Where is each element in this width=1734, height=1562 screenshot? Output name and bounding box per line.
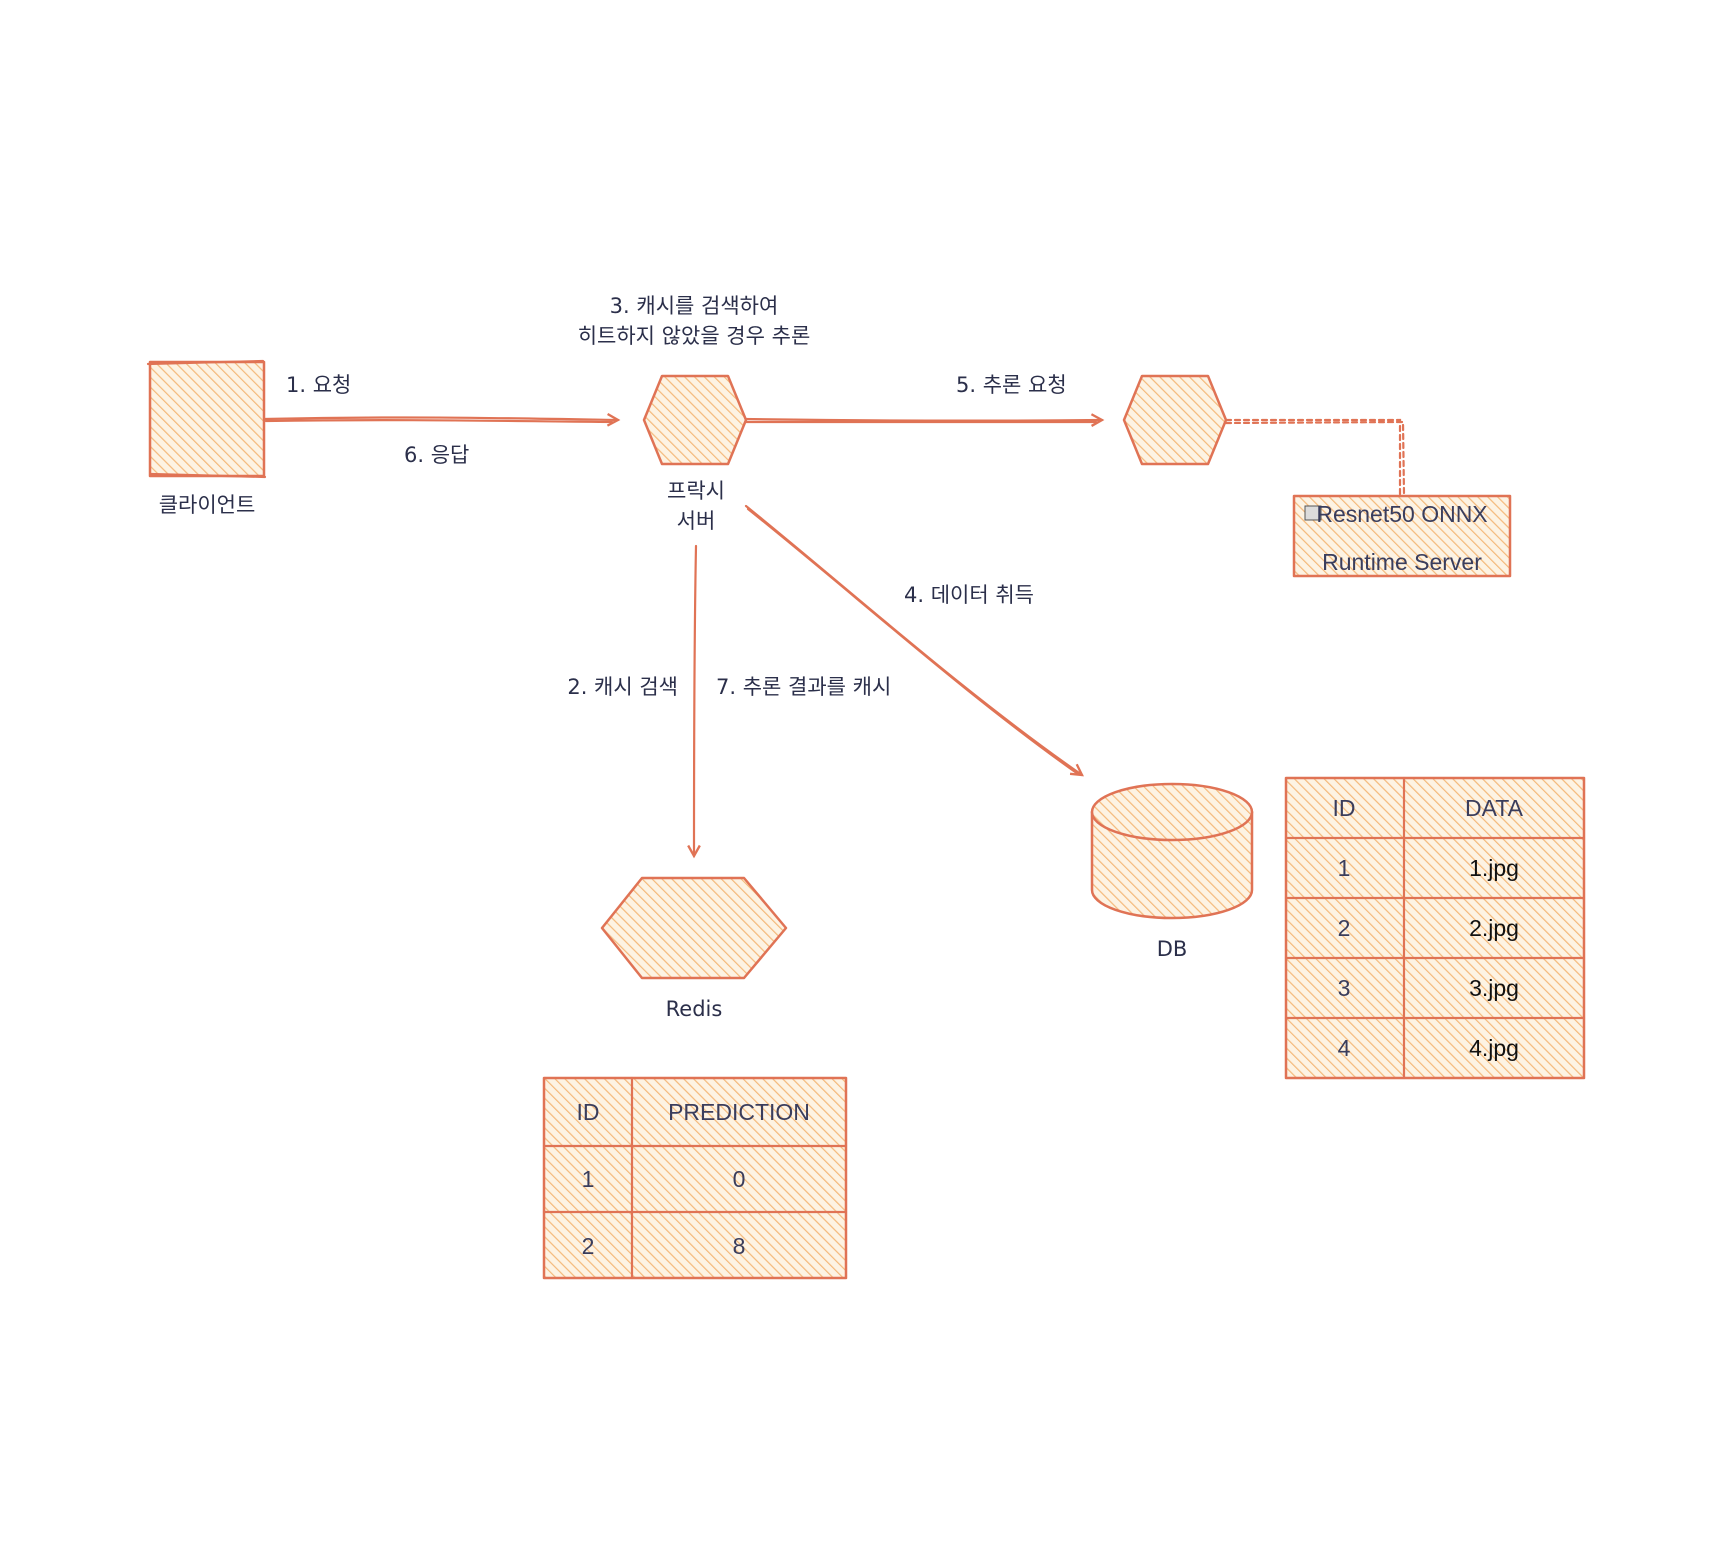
edge-labels: 1. 요청 6. 응답 3. 캐시를 검색하여 히트하지 않았을 경우 추론 5… <box>286 294 1067 699</box>
redis-table: ID PREDICTION 1 0 2 8 <box>542 1076 848 1280</box>
client-square-sketch <box>146 359 267 479</box>
db-table-cell: 3 <box>1338 975 1351 1001</box>
redis-table-header-prediction: PREDICTION <box>668 1099 810 1125</box>
db-table-cell: 2 <box>1338 915 1351 941</box>
edge-proxy-to-db-sketch <box>746 507 1080 776</box>
redis-table-frame <box>542 1076 848 1280</box>
db-cylinder-body <box>1090 810 1254 920</box>
edge-client-to-proxy-sketch <box>264 419 614 424</box>
redis-node[interactable]: Redis <box>600 876 788 1021</box>
edge-label-search-note-2: 히트하지 않았을 경우 추론 <box>578 324 811 348</box>
runtime-server-line1: Resnet50 ONNX <box>1316 501 1487 527</box>
edge-label-get-data: 4. 데이터 취득 <box>904 583 1034 607</box>
redis-label: Redis <box>666 997 723 1021</box>
db-table: ID DATA 1 1.jpg 2 2.jpg 3 3.jpg 4 4.jpg <box>1284 776 1586 1080</box>
inference-node[interactable] <box>1122 374 1228 466</box>
edge-label-inference-request: 5. 추론 요청 <box>956 373 1067 397</box>
db-table-cell: 1.jpg <box>1469 855 1519 881</box>
redis-table-cell: 8 <box>733 1233 746 1259</box>
db-table-cell: 4 <box>1338 1035 1351 1061</box>
redis-table-cell: 1 <box>582 1166 595 1192</box>
db-table-header-id: ID <box>1333 795 1356 821</box>
proxy-server-node[interactable]: 프락시 서버 <box>642 374 748 533</box>
proxy-label-line1: 프락시 <box>667 479 725 503</box>
runtime-server-node[interactable]: Resnet50 ONNX Runtime Server <box>1292 494 1512 578</box>
client-node[interactable]: 클라이언트 <box>146 359 267 517</box>
redis-table-cell: 2 <box>582 1233 595 1259</box>
db-table-header-data: DATA <box>1465 795 1524 821</box>
db-label: DB <box>1157 937 1188 961</box>
inference-hexagon <box>1122 374 1228 466</box>
redis-table-header-id: ID <box>577 1099 600 1125</box>
edge-label-cache-search: 2. 캐시 검색 <box>567 675 678 699</box>
db-cylinder-top <box>1090 782 1254 842</box>
db-node[interactable]: DB <box>1090 782 1254 961</box>
edge-inference-to-runtime[interactable] <box>1224 418 1402 498</box>
runtime-server-line2: Runtime Server <box>1322 549 1482 575</box>
db-table-cell: 2.jpg <box>1469 915 1519 941</box>
runtime-server-box <box>1292 494 1512 578</box>
proxy-label-line2: 서버 <box>677 509 716 533</box>
client-label: 클라이언트 <box>159 493 256 517</box>
edge-proxy-to-db[interactable] <box>744 504 1082 775</box>
edge-proxy-to-inference[interactable] <box>742 419 1102 421</box>
edge-client-to-proxy[interactable] <box>262 417 618 420</box>
redis-table-cell: 0 <box>733 1166 746 1192</box>
proxy-hexagon <box>642 374 748 466</box>
edge-label-cache-result: 7. 추론 결과를 캐시 <box>716 675 891 699</box>
edges <box>262 417 1406 856</box>
db-table-frame <box>1284 776 1586 1080</box>
edge-label-request: 1. 요청 <box>286 373 351 397</box>
db-table-cell: 4.jpg <box>1469 1035 1519 1061</box>
db-table-cell: 1 <box>1338 855 1351 881</box>
edge-inference-to-runtime-sketch <box>1224 420 1406 496</box>
edge-label-search-note-1: 3. 캐시를 검색하여 <box>610 294 779 318</box>
edge-label-response: 6. 응답 <box>404 443 469 467</box>
image-placeholder-icon <box>1304 505 1322 521</box>
db-table-cell: 3.jpg <box>1469 975 1519 1001</box>
redis-hexagon <box>600 876 788 980</box>
client-square <box>148 360 266 478</box>
edge-proxy-to-redis[interactable] <box>694 544 696 856</box>
